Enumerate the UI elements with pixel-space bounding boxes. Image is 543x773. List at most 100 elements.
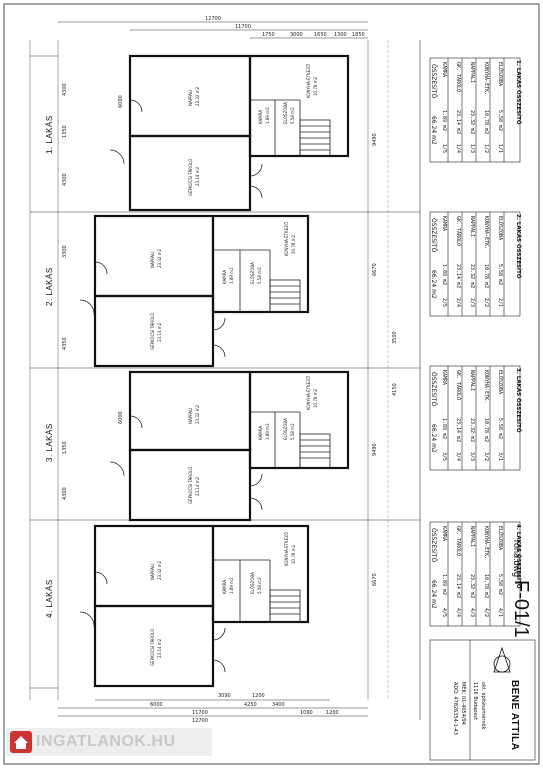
unit-4-interior (79, 559, 301, 673)
schedule-row-code: 4/1 (497, 608, 503, 618)
schedule-row-code: 3/4 (455, 452, 461, 462)
schedule-row-area: 5.58 m2 (497, 264, 503, 286)
room-name: KONYHA-ÉTKEZŐ (306, 63, 311, 98)
dimension-label: 4350 (62, 337, 68, 350)
schedule-row: NAPPALI (469, 216, 475, 238)
schedule-row: ELŐSZOBA (497, 370, 503, 395)
dimension-label: 12700 (205, 16, 221, 22)
room-name: GÉPKOCSI TÁROLÓ (150, 312, 155, 350)
schedule-row-code: 2/3 (469, 298, 475, 308)
unit-2-interior (79, 249, 301, 358)
room-area: 10.78 m2 (291, 234, 296, 254)
dimension-label: 9490 (372, 443, 378, 456)
room-name: NAPPALI (188, 89, 193, 106)
dimension-label: 1650 (314, 32, 327, 38)
room-area: 23.14 m2 (157, 322, 162, 342)
room-name: GÉPKOCSI TÁROLÓ (188, 158, 193, 196)
schedule-row: KAMRA (441, 216, 447, 232)
schedule-total: 66.24 m2 (430, 116, 437, 145)
schedule-total: 66.24 m2 (430, 424, 437, 453)
dimension-label: 1200 (326, 710, 339, 716)
schedule-frames (429, 57, 521, 627)
room-name: KAMRA (258, 109, 263, 124)
room-name: NAPPALI (150, 251, 155, 268)
schedule-total-label: ÖSSZESÍTŐ (430, 64, 437, 99)
schedule-row-code: 2/1 (497, 298, 503, 308)
unit-2-walls (93, 214, 310, 368)
dimension-label: 3090 (218, 693, 231, 699)
schedule-row-code: 2/4 (455, 298, 461, 308)
room-name: KAMRA (258, 425, 263, 440)
schedule-row-area: 10.78 m2 (483, 418, 489, 443)
room-area: 10.78 m2 (291, 544, 296, 564)
dimension-label: 1850 (352, 32, 365, 38)
schedule-row-code: 1/1 (497, 144, 503, 154)
schedule-row-code: 1/4 (455, 144, 461, 154)
schedule-row-area: 1.89 m2 (441, 574, 447, 596)
schedule-row: KONYHA-ÉTK. (483, 370, 489, 404)
schedule-row-area: 23.32 m2 (469, 418, 475, 443)
dimension-label: 1350 (62, 125, 68, 138)
room-area: 1.89 m2 (229, 267, 234, 284)
schedule-row: GK. TÁROLÓ (455, 370, 461, 401)
schedule-row-area: 1.89 m2 (441, 110, 447, 132)
room-area: 1.89 m2 (229, 577, 234, 594)
title-block-line: ADÓ: 47826354-1-43 (452, 682, 458, 735)
schedule-row-code: 1/3 (469, 144, 475, 154)
schedule-row-code: 1/2 (483, 144, 489, 154)
schedule-row: NAPPALI (469, 370, 475, 392)
dimension-label: 6670 (372, 573, 378, 586)
dimension-label: 4250 (244, 702, 257, 708)
dimension-label: 1200 (252, 693, 265, 699)
watermark: INGATLANOK.HU (6, 728, 212, 756)
schedule-row-code: 3/2 (483, 452, 489, 462)
title-block-frame (429, 639, 536, 761)
room-name: ELŐSZOBA (250, 262, 255, 284)
unit-1-interior (109, 99, 331, 199)
dimension-label: 6000 (150, 702, 163, 708)
dimension-label: 12700 (192, 718, 208, 724)
schedule-row: KONYHA-ÉTK. (483, 526, 489, 560)
room-name: ELŐSZOBA (283, 418, 288, 440)
schedule-row-area: 5.58 m2 (497, 418, 503, 440)
schedule-total: 66.24 m2 (430, 270, 437, 299)
dimension-label: 6000 (118, 95, 124, 108)
room-area: 23.32 m2 (157, 560, 162, 580)
sheet-frame (3, 3, 540, 765)
watermark-text: INGATLANOK.HU (36, 733, 176, 750)
schedule-row-area: 23.14 m2 (455, 418, 461, 443)
title-block-brand: BENE ATTILA (509, 680, 520, 751)
file-name: rõna.dwg (512, 540, 522, 578)
dimension-label: 1750 (262, 32, 275, 38)
dimension-label: 11700 (192, 710, 208, 716)
schedule-row: KONYHA-ÉTK. (483, 62, 489, 96)
unit-4-walls (93, 524, 310, 688)
room-area: 1.89 m2 (265, 107, 270, 124)
room-area: 5.58 m2 (257, 267, 262, 284)
schedule-row-area: 10.78 m2 (483, 574, 489, 599)
dimension-label: 11700 (235, 24, 251, 30)
schedule-row: NAPPALI (469, 62, 475, 84)
room-name: KAMRA (222, 579, 227, 594)
schedule-row-area: 23.14 m2 (455, 574, 461, 599)
unit-3-walls (128, 370, 350, 522)
schedule-row-code: 2/2 (483, 298, 489, 308)
room-name: GÉPKOCSI TÁROLÓ (188, 466, 193, 504)
room-area: 10.78 m2 (313, 388, 318, 408)
room-name: KONYHA-ÉTKEZŐ (284, 531, 289, 566)
schedule-row-area: 23.32 m2 (469, 264, 475, 289)
unit-label-2: 2. LAKÁS (45, 267, 54, 306)
schedule-title: 3. LAKÁS ÖSSZESÍTŐ (515, 368, 521, 433)
schedule-title: 1. LAKÁS ÖSSZESÍTŐ (515, 60, 521, 125)
room-name: GÉPKOCSI TÁROLÓ (150, 628, 155, 666)
dimension-label: 4150 (392, 383, 398, 396)
schedule-row-code: 3/5 (441, 452, 447, 462)
room-area: 5.58 m2 (290, 423, 295, 440)
room-area: 23.32 m2 (157, 248, 162, 268)
sheet-code: F-01/1 (510, 580, 532, 638)
schedule-row-code: 4/3 (469, 608, 475, 618)
house-logo-icon (10, 731, 32, 753)
title-block-line: 1116 Budapest (472, 682, 478, 720)
dimension-label: 3300 (62, 245, 68, 258)
dimension-label: 9490 (372, 133, 378, 146)
